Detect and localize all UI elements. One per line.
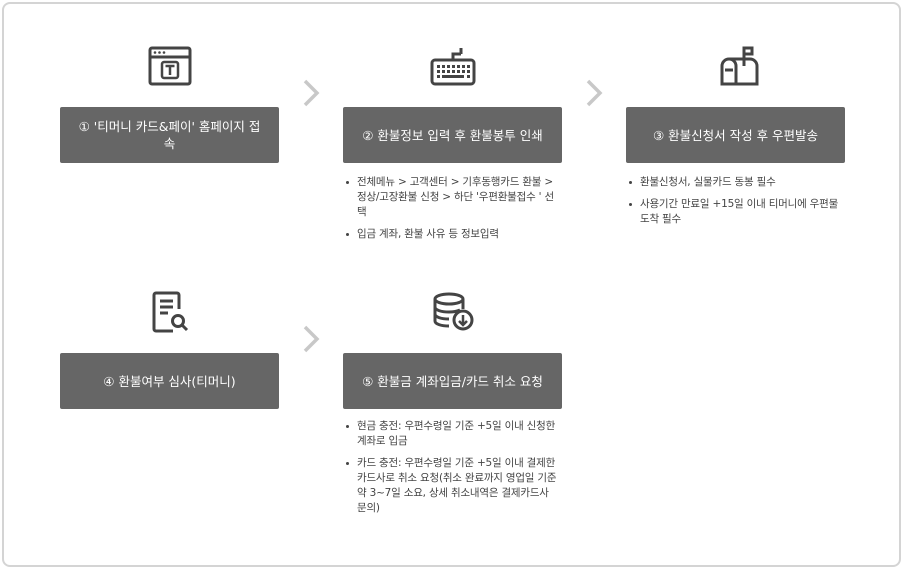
mailbox-icon (706, 38, 766, 98)
list-item: 사용기간 만료일 +15일 이내 티머니에 우편물 도착 필수 (626, 197, 842, 227)
chevron-right-icon (300, 324, 322, 354)
step-4-title: ④ 환불여부 심사(티머니) (60, 353, 279, 409)
list-item: 카드 충전: 우편수령일 기준 +5일 이내 결제한 카드사로 취소 요청(취소… (343, 456, 559, 516)
step-2-title: ② 환불정보 입력 후 환불봉투 인쇄 (343, 107, 562, 163)
database-download-icon (423, 283, 483, 343)
step-5-title: ⑤ 환불금 계좌입금/카드 취소 요청 (343, 353, 562, 409)
list-item: 입금 계좌, 환불 사유 등 정보입력 (343, 227, 559, 242)
step-3-notes: 환불신청서, 실물카드 동봉 필수 사용기간 만료일 +15일 이내 티머니에 … (626, 175, 842, 234)
document-search-icon (140, 283, 200, 343)
list-item: 환불신청서, 실물카드 동봉 필수 (626, 175, 842, 190)
step-1-title: ① '티머니 카드&페이' 홈페이지 접속 (60, 107, 279, 163)
step-2-notes: 전체메뉴 > 고객센터 > 기후동행카드 환불 > 정상/고장환불 신청 > 하… (343, 175, 559, 249)
browser-t-icon (140, 38, 200, 98)
step-5-notes: 현금 충전: 우편수령일 기준 +5일 이내 신청한 계좌로 입금 카드 충전:… (343, 419, 559, 523)
list-item: 현금 충전: 우편수령일 기준 +5일 이내 신청한 계좌로 입금 (343, 419, 559, 449)
step-3-title: ③ 환불신청서 작성 후 우편발송 (626, 107, 845, 163)
keyboard-icon (423, 38, 483, 98)
chevron-right-icon (583, 78, 605, 108)
chevron-right-icon (300, 78, 322, 108)
list-item: 전체메뉴 > 고객센터 > 기후동행카드 환불 > 정상/고장환불 신청 > 하… (343, 175, 559, 220)
